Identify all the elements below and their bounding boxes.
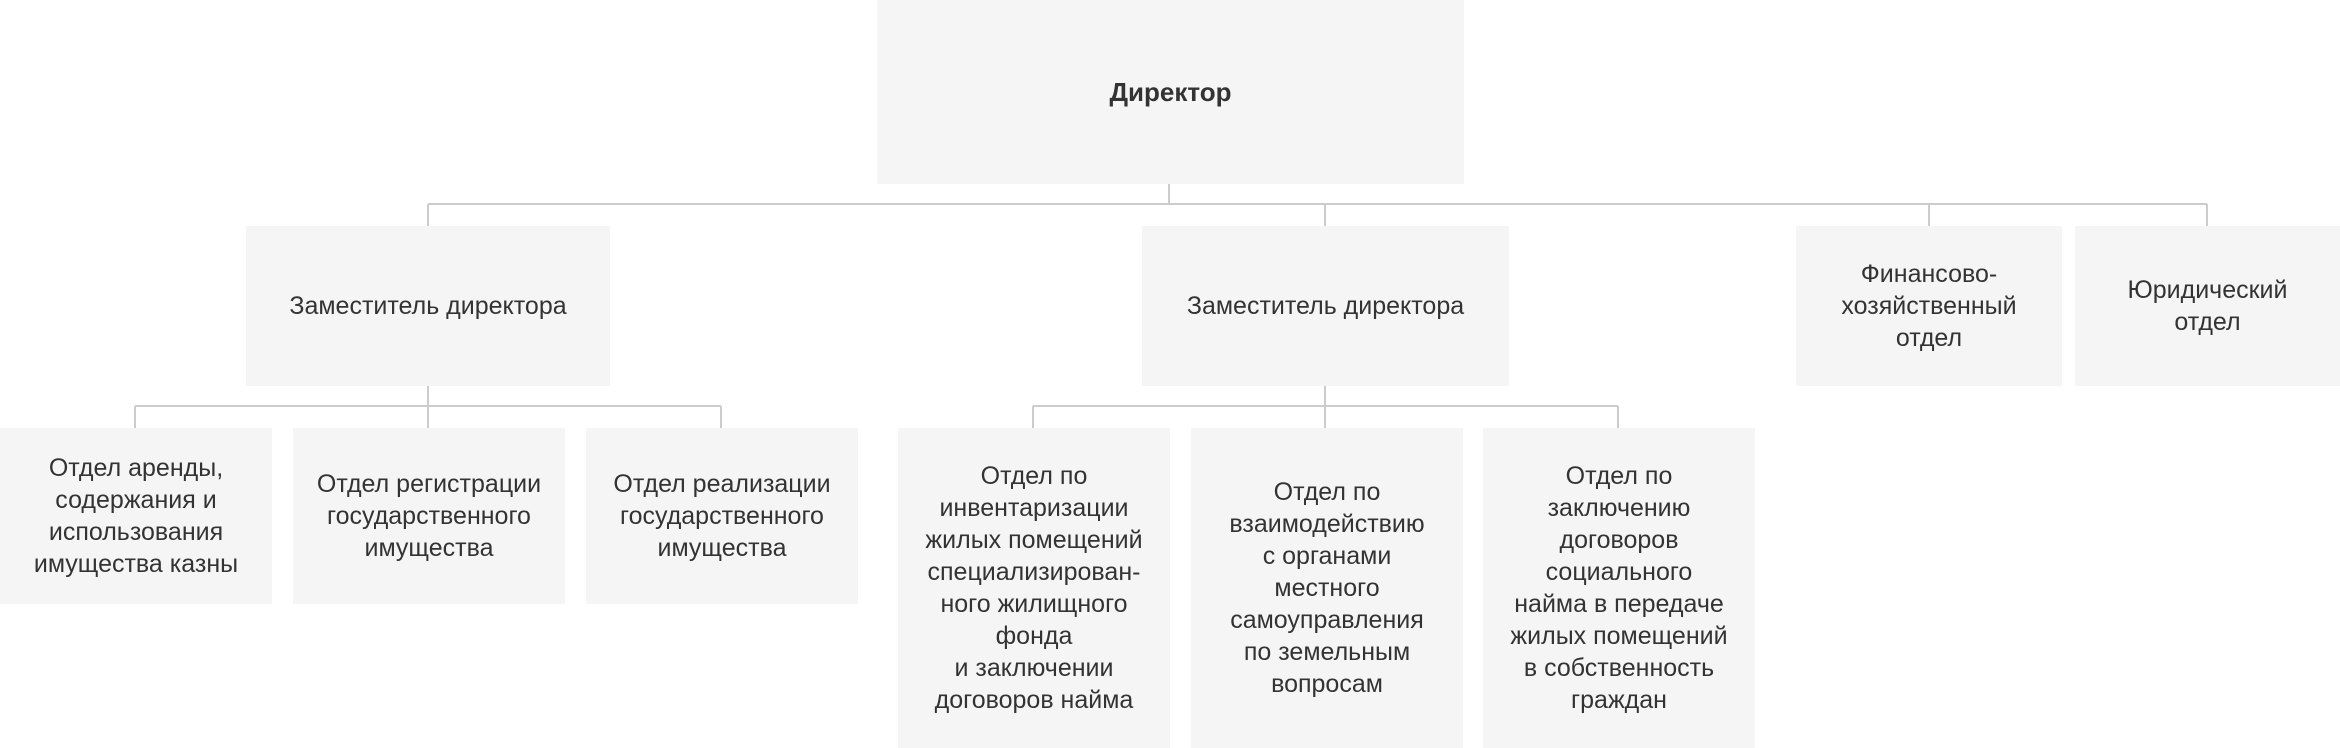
- department-label: Отдел аренды, содержания и использования…: [33, 454, 239, 578]
- department-node: Отдел аренды, содержания и использования…: [0, 428, 272, 604]
- department-node: Отдел по взаимодействию с органами местн…: [1191, 428, 1463, 748]
- legal-department-label: Юридический отдел: [2127, 276, 2288, 336]
- department-node: Отдел по заключению договоров социальног…: [1483, 428, 1755, 748]
- department-node: Отдел регистрации государственного имуще…: [293, 428, 565, 604]
- deputy-director-label: Заместитель директора: [1186, 292, 1465, 320]
- department-label: Отдел регистрации государственного имуще…: [316, 470, 542, 562]
- deputy-director-label: Заместитель директора: [289, 292, 567, 320]
- department-label: Отдел по заключению договоров социальног…: [1510, 462, 1728, 714]
- department-label: Отдел реализации государственного имущес…: [613, 470, 831, 562]
- legal-department-node: Юридический отдел: [2075, 226, 2340, 386]
- department-node: Отдел реализации государственного имущес…: [586, 428, 858, 604]
- department-node: Отдел по инвентаризации жилых помещений …: [898, 428, 1170, 748]
- department-label: Отдел по инвентаризации жилых помещений …: [925, 462, 1143, 714]
- director-node: Директор: [877, 0, 1464, 184]
- finance-department-node: Финансово- хозяйственный отдел: [1796, 226, 2062, 386]
- deputy-director-node-2: Заместитель директора: [1142, 226, 1509, 386]
- deputy-director-node-1: Заместитель директора: [246, 226, 610, 386]
- director-label: Директор: [1109, 77, 1232, 107]
- finance-department-label: Финансово- хозяйственный отдел: [1841, 260, 2017, 352]
- department-label: Отдел по взаимодействию с органами местн…: [1229, 478, 1425, 698]
